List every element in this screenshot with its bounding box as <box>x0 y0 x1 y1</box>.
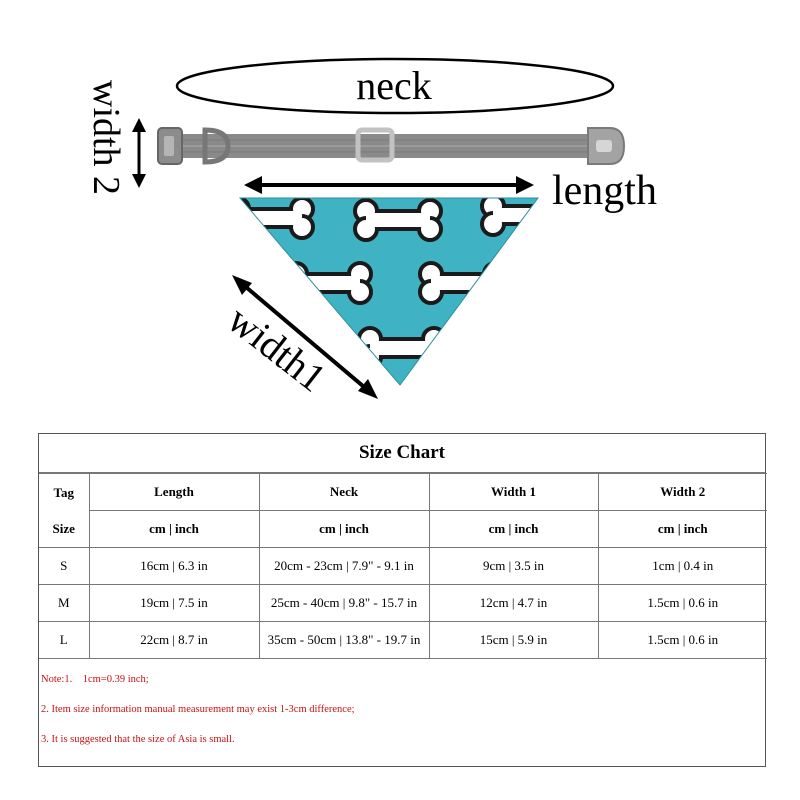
notes-section: Note:1. 1cm=0.39 inch; 2. Item size info… <box>39 659 765 755</box>
neck-cell: 35cm - 50cm | 13.8" - 19.7 in <box>258 621 430 659</box>
width2-cell: 1.5cm | 0.6 in <box>597 621 767 659</box>
tag-label: Tag <box>53 484 74 500</box>
width2-label: width 2 <box>85 80 127 195</box>
width1-cell: 12cm | 4.7 in <box>428 584 599 622</box>
table-row: L 22cm | 8.7 in 35cm - 50cm | 13.8" - 19… <box>39 621 767 659</box>
neck-cell: 20cm - 23cm | 7.9" - 9.1 in <box>258 547 430 585</box>
table-units-row: cm | inch cm | inch cm | inch cm | inch <box>39 510 767 548</box>
column-header-length: Length <box>88 473 260 511</box>
neck-cell: 25cm - 40cm | 9.8" - 15.7 in <box>258 584 430 622</box>
length-cell: 22cm | 8.7 in <box>88 621 260 659</box>
note-2: 2. Item size information manual measurem… <box>41 704 355 715</box>
width2-cell: 1cm | 0.4 in <box>597 547 767 585</box>
width2-cell: 1.5cm | 0.6 in <box>597 584 767 622</box>
width1-cell: 9cm | 3.5 in <box>428 547 599 585</box>
tag-size-header: Tag Size <box>39 473 90 548</box>
size-cell: L <box>39 621 90 659</box>
unit-label: cm | inch <box>597 510 767 548</box>
bandana-illustration <box>238 197 539 386</box>
table-row: M 19cm | 7.5 in 25cm - 40cm | 9.8" - 15.… <box>39 584 767 622</box>
note-1: Note:1. 1cm=0.39 inch; <box>41 674 149 685</box>
length-cell: 19cm | 7.5 in <box>88 584 260 622</box>
size-chart: Size Chart Tag Size Length Neck Width 1 … <box>38 433 767 767</box>
measurement-diagram: neck width 2 length <box>85 57 657 401</box>
table-header-row: Tag Size Length Neck Width 1 Width 2 <box>39 473 767 548</box>
size-table: Tag Size Length Neck Width 1 Width 2 cm … <box>39 473 767 659</box>
column-header-width1: Width 1 <box>428 473 599 511</box>
length-label: length <box>552 168 657 214</box>
neck-label: neck <box>356 63 432 108</box>
width2-arrow <box>132 118 146 188</box>
width1-cell: 15cm | 5.9 in <box>428 621 599 659</box>
column-header-width2: Width 2 <box>597 473 767 511</box>
size-chart-title: Size Chart <box>39 434 765 473</box>
table-row: S 16cm | 6.3 in 20cm - 23cm | 7.9" - 9.1… <box>39 547 767 585</box>
unit-label: cm | inch <box>428 510 599 548</box>
length-arrow <box>244 176 534 194</box>
unit-label: cm | inch <box>258 510 430 548</box>
size-cell: M <box>39 584 90 622</box>
length-cell: 16cm | 6.3 in <box>88 547 260 585</box>
unit-label: cm | inch <box>89 510 260 548</box>
neck-ellipse <box>175 57 615 115</box>
size-label: Size <box>52 520 75 536</box>
collar-illustration <box>157 127 626 165</box>
column-header-neck: Neck <box>258 473 430 511</box>
width1-arrow <box>232 275 378 399</box>
size-cell: S <box>39 547 90 585</box>
note-3: 3. It is suggested that the size of Asia… <box>41 734 235 745</box>
